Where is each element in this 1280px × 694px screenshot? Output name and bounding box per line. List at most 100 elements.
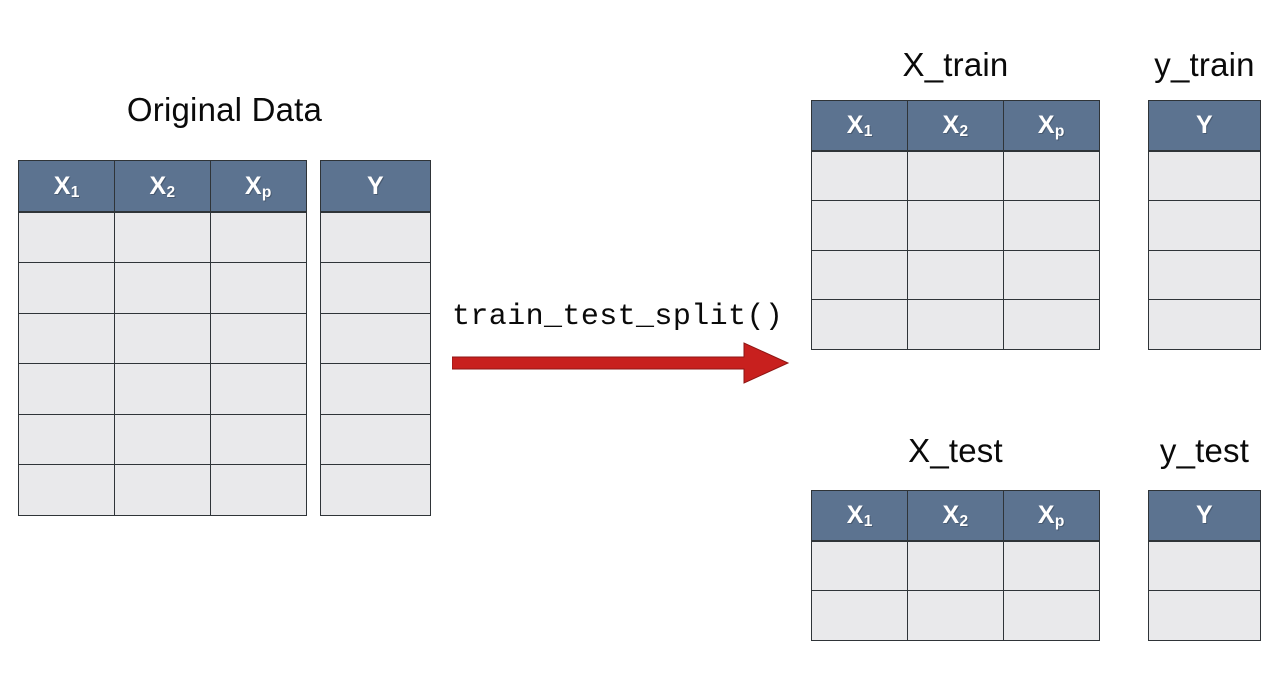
- table-row: [320, 413, 431, 466]
- table-cell-empty: [1002, 299, 1100, 351]
- table-cell-empty: [811, 541, 909, 592]
- table-cell-empty: [1002, 200, 1100, 252]
- table-cell-empty: [320, 262, 431, 315]
- table-cell-empty: [320, 312, 431, 365]
- page-title-original-data: Original Data: [126, 91, 323, 128]
- column-header-y-label: Y: [1196, 111, 1213, 139]
- table-cell-empty: [209, 363, 307, 416]
- table-cell-empty: [811, 200, 909, 252]
- column-header-xp-label: X: [244, 171, 262, 200]
- table-cell-empty: [1148, 541, 1261, 592]
- table-x-test: X1 X2 Xp: [811, 490, 1100, 642]
- table-cell-empty: [906, 541, 1005, 592]
- table-x-train: X1 X2 Xp: [811, 100, 1100, 351]
- table-row: [1148, 249, 1261, 301]
- table-row: [811, 590, 1100, 642]
- column-header-xp: Xp: [1002, 490, 1100, 541]
- table-cell-empty: [113, 262, 212, 315]
- column-header-x2-label: X: [149, 171, 167, 200]
- column-header-y: Y: [320, 160, 431, 212]
- column-header-xp-subscript: p: [1054, 513, 1065, 531]
- column-header-x1-label: X: [53, 171, 71, 200]
- table-cell-empty: [18, 413, 116, 466]
- column-header-x1: X1: [811, 490, 909, 541]
- column-header-y-label: Y: [367, 171, 384, 200]
- column-header-x2: X2: [906, 490, 1005, 541]
- page-title-y-train: y_train: [1154, 46, 1255, 83]
- split-arrow-icon: [452, 342, 790, 384]
- table-cell-empty: [320, 212, 431, 264]
- table-cell-empty: [811, 151, 909, 202]
- table-cell-empty: [811, 299, 909, 351]
- table-row: [1148, 590, 1261, 642]
- table-row: [18, 464, 307, 517]
- table-header-row: X1 X2 Xp: [811, 490, 1100, 541]
- table-cell-empty: [811, 590, 909, 642]
- table-cell-empty: [1002, 590, 1100, 642]
- table-cell-empty: [1002, 249, 1100, 301]
- table-row: [1148, 151, 1261, 202]
- table-cell-empty: [906, 200, 1005, 252]
- column-header-xp-label: X: [1037, 501, 1055, 529]
- table-row: [18, 212, 307, 264]
- table-cell-empty: [18, 212, 116, 264]
- table-cell-empty: [1002, 541, 1100, 592]
- table-row: [18, 312, 307, 365]
- table-cell-empty: [113, 464, 212, 517]
- table-original-features: X1 X2 Xp: [18, 160, 307, 517]
- table-cell-empty: [906, 249, 1005, 301]
- table-cell-empty: [113, 363, 212, 416]
- table-row: [811, 200, 1100, 252]
- page-title-x-train: X_train: [902, 46, 1009, 83]
- table-header-row: X1 X2 Xp: [18, 160, 307, 212]
- column-header-x2-subscript: 2: [959, 513, 969, 531]
- table-cell-empty: [209, 262, 307, 315]
- table-row: [18, 413, 307, 466]
- column-header-x2: X2: [113, 160, 212, 212]
- table-header-row: X1 X2 Xp: [811, 100, 1100, 151]
- table-row: [320, 262, 431, 315]
- table-original-target: Y: [320, 160, 431, 517]
- column-header-x1: X1: [18, 160, 116, 212]
- table-cell-empty: [18, 363, 116, 416]
- column-header-xp-subscript: p: [1054, 123, 1065, 141]
- table-cell-empty: [209, 312, 307, 365]
- column-header-y: Y: [1148, 490, 1261, 541]
- table-cell-empty: [18, 464, 116, 517]
- table-cell-empty: [1148, 299, 1261, 351]
- column-header-y-label: Y: [1196, 501, 1213, 529]
- column-header-x1-subscript: 1: [863, 513, 873, 531]
- table-row: [1148, 541, 1261, 592]
- column-header-xp: Xp: [1002, 100, 1100, 151]
- table-cell-empty: [209, 413, 307, 466]
- table-row: [320, 464, 431, 517]
- table-cell-empty: [320, 413, 431, 466]
- column-header-xp-subscript: p: [261, 183, 272, 201]
- table-row: [320, 312, 431, 365]
- page-title-y-test: y_test: [1159, 432, 1250, 469]
- table-cell-empty: [18, 312, 116, 365]
- column-header-x1-subscript: 1: [70, 183, 80, 201]
- operation-label-train-test-split: train_test_split(): [452, 300, 784, 334]
- table-body: [18, 212, 307, 517]
- table-cell-empty: [209, 212, 307, 264]
- table-cell-empty: [113, 212, 212, 264]
- table-row: [811, 151, 1100, 202]
- column-header-x2-subscript: 2: [166, 183, 176, 201]
- table-body: [320, 212, 431, 517]
- table-row: [811, 541, 1100, 592]
- table-body: [811, 151, 1100, 351]
- column-header-x2-label: X: [942, 501, 960, 529]
- table-cell-empty: [906, 590, 1005, 642]
- table-cell-empty: [113, 413, 212, 466]
- column-header-xp-label: X: [1037, 111, 1055, 139]
- table-row: [320, 212, 431, 264]
- table-row: [1148, 299, 1261, 351]
- column-header-x1-subscript: 1: [863, 123, 873, 141]
- table-cell-empty: [320, 363, 431, 416]
- table-cell-empty: [1148, 590, 1261, 642]
- table-header-row: Y: [320, 160, 431, 212]
- table-row: [1148, 200, 1261, 252]
- column-header-y: Y: [1148, 100, 1261, 151]
- table-row: [811, 249, 1100, 301]
